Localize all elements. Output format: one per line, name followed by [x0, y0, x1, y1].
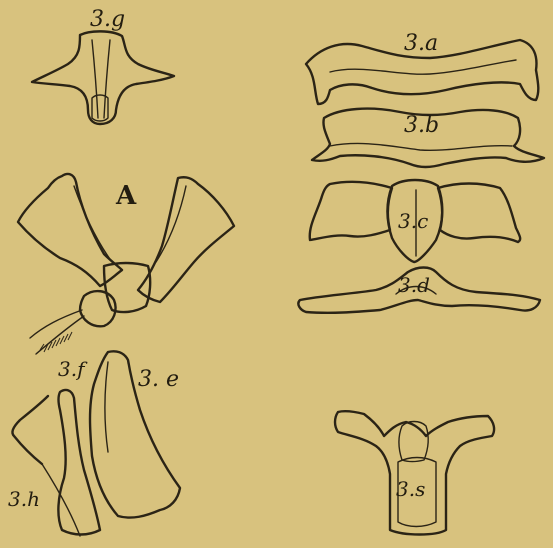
figure-3s-label: 3.s [396, 477, 425, 501]
figure-3a-label: 3.a [404, 31, 438, 56]
figure-3d-label: 3.d [398, 273, 430, 297]
figure-3g-label: 3.g [90, 7, 125, 32]
figure-A-label: A [115, 181, 137, 211]
figure-3c-label: 3.c [398, 209, 428, 233]
figure-3f-label: 3.f [58, 357, 88, 381]
figure-3h-label: 3.h [8, 487, 40, 511]
figure-3b-label: 3.b [404, 113, 439, 138]
figure-3e-label: 3. e [138, 367, 179, 392]
